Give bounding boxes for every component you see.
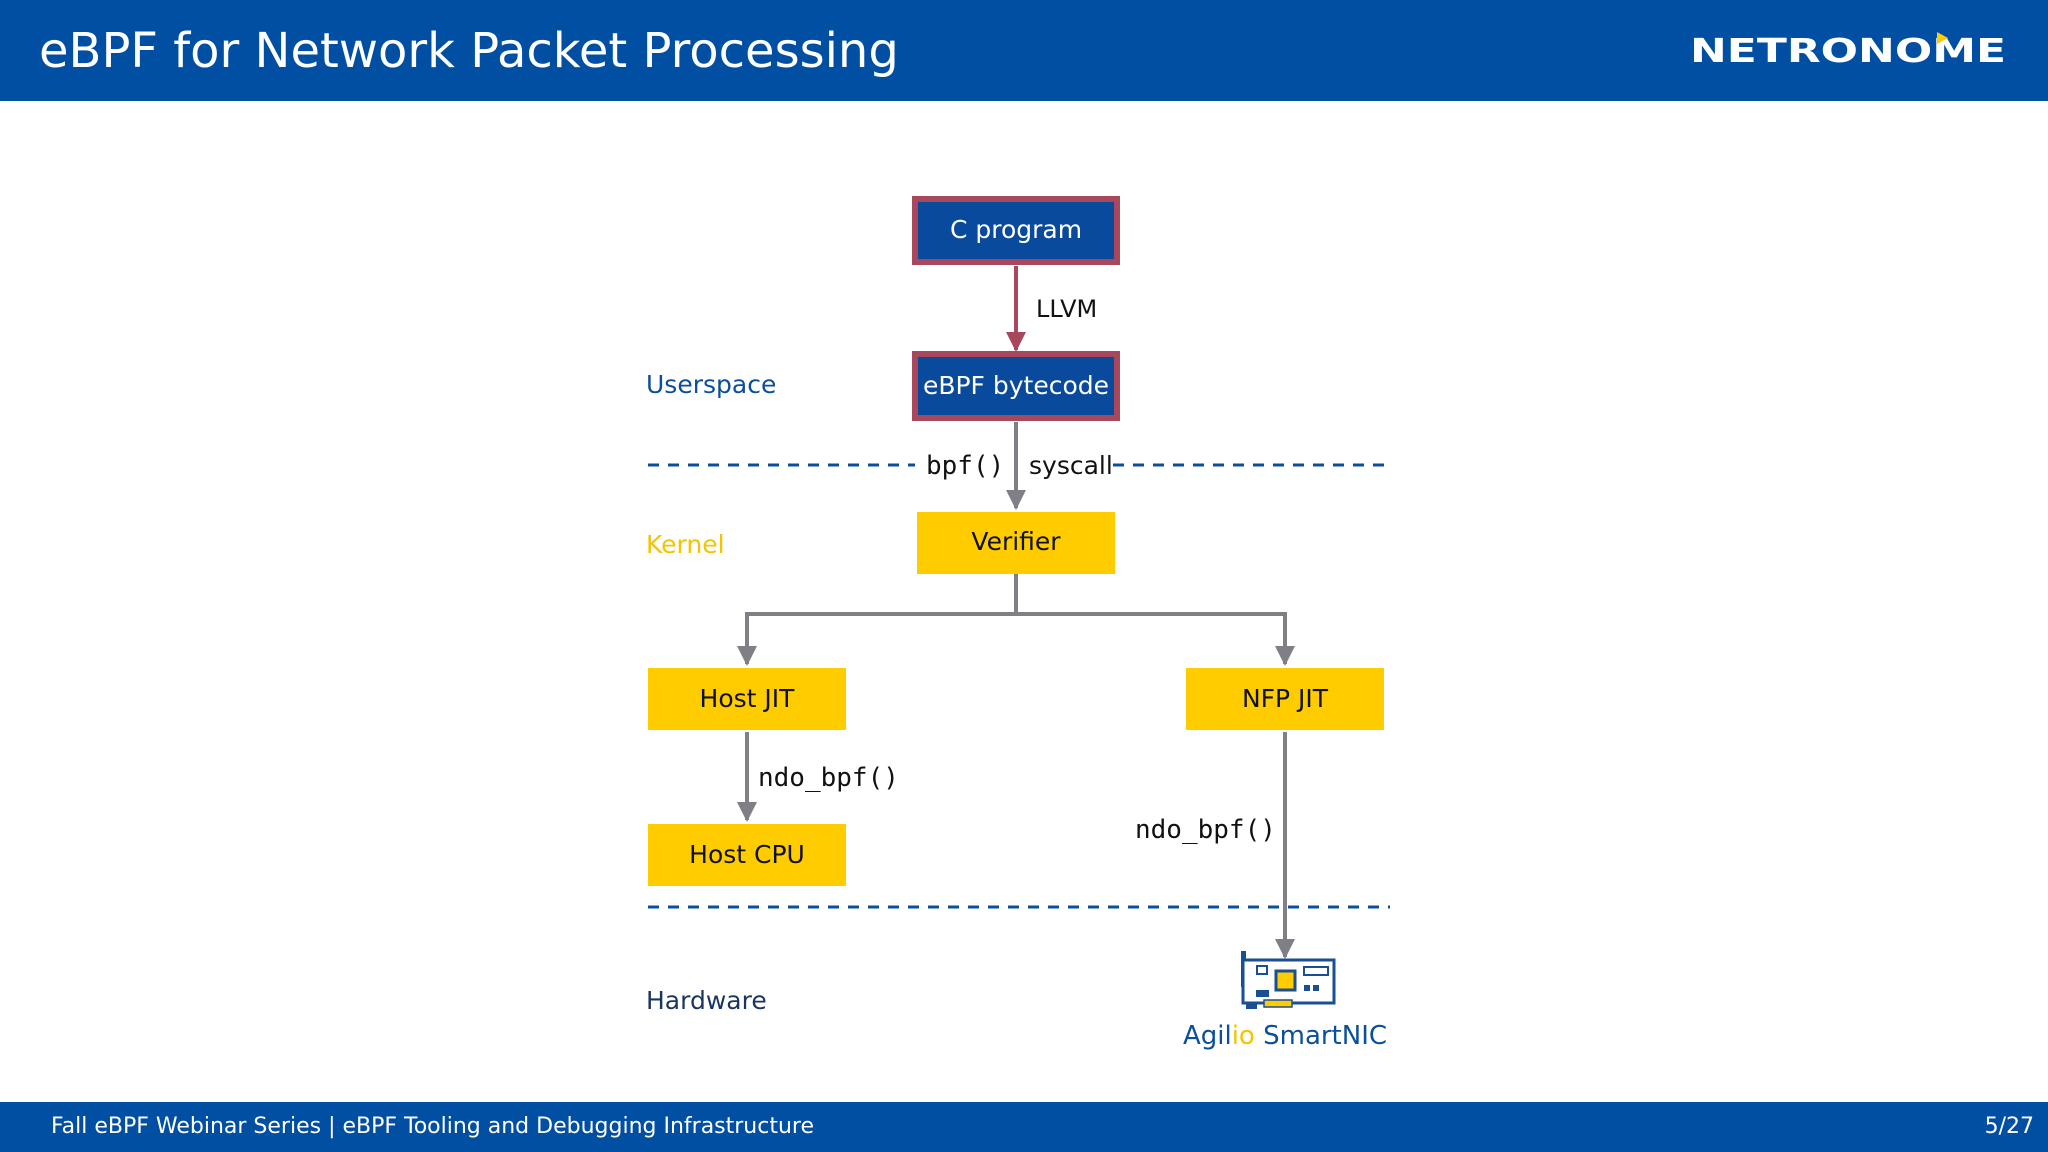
edge-label-syscall: syscall (1029, 451, 1113, 480)
slide-title: eBPF for Network Packet Processing (39, 23, 899, 79)
page-number: 5/27 (1984, 1114, 2034, 1139)
ebpf-bytecode-box (912, 351, 1120, 421)
edge-label-llvm: LLVM (1036, 295, 1097, 323)
edge-label-ndo-bpf-host: ndo_bpf() (758, 763, 899, 793)
layer-label-kernel: Kernel (646, 530, 725, 559)
nfp-jit-label: NFP JIT (1242, 684, 1329, 713)
smartnic-card-icon (1241, 951, 1336, 1009)
connector-verifier-to-nfp-jit (1016, 612, 1295, 666)
c-program-label: C program (950, 215, 1082, 244)
connector-verifier-split (737, 574, 1018, 666)
smartnic-label-rest: SmartNIC (1255, 1021, 1387, 1051)
c-program-box (912, 196, 1120, 265)
host-jit-box (648, 668, 846, 730)
footer-series-text: Fall eBPF Webinar Series | eBPF Tooling … (51, 1114, 815, 1139)
header-bar (0, 0, 2048, 101)
edge-label-bpf-call: bpf() (926, 451, 1004, 481)
smartnic-label: Agilio SmartNIC (1183, 1021, 1387, 1051)
host-jit-label: Host JIT (700, 684, 796, 713)
edge-label-ndo-bpf-nfp: ndo_bpf() (1135, 815, 1276, 845)
host-cpu-box (648, 824, 846, 886)
layer-label-hardware: Hardware (646, 986, 767, 1015)
host-cpu-label: Host CPU (689, 840, 805, 869)
logo-play-icon (1937, 32, 1948, 44)
logo-text: NETRONOME (1690, 31, 2006, 68)
netronome-logo: NETRONOME (1690, 31, 2006, 68)
smartnic-label-io: io (1232, 1021, 1255, 1051)
footer-bar (0, 1102, 2048, 1152)
nfp-jit-box (1186, 668, 1384, 730)
ebpf-bytecode-label: eBPF bytecode (923, 371, 1109, 400)
smartnic-label-agil: Agil (1183, 1021, 1232, 1051)
verifier-box (917, 512, 1115, 574)
verifier-label: Verifier (971, 527, 1061, 556)
layer-label-userspace: Userspace (646, 370, 776, 399)
